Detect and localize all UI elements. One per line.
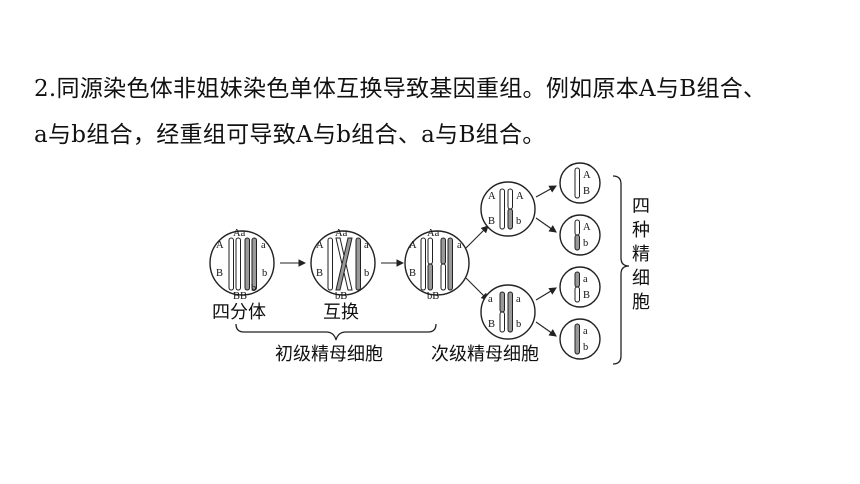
sperm-cell-3: a B bbox=[559, 266, 601, 308]
allele-label: b bbox=[262, 268, 267, 279]
allele-label: A bbox=[583, 170, 591, 181]
allele-label: bB bbox=[427, 291, 439, 302]
arrow bbox=[535, 217, 557, 233]
arrow bbox=[465, 277, 489, 301]
allele-label: b bbox=[516, 319, 521, 330]
allele-label: B bbox=[216, 268, 223, 279]
allele-label: a bbox=[583, 326, 588, 337]
allele-label: A bbox=[316, 240, 324, 251]
allele-label: a bbox=[488, 294, 493, 305]
allele-label: A bbox=[516, 191, 524, 202]
allele-label: b bbox=[516, 216, 521, 227]
caption-primary-spermatocyte: 初级精母细胞 bbox=[275, 344, 383, 365]
caption-four-sperm: 四 种 精 细 胞 bbox=[632, 196, 650, 313]
allele-label: b bbox=[251, 283, 256, 294]
allele-label: a bbox=[583, 274, 588, 285]
cell-secondary-bottom: a a B b bbox=[480, 284, 536, 340]
allele-label: bB bbox=[335, 291, 347, 302]
cell-membrane bbox=[480, 181, 536, 237]
cell-tetrad: Aa A a B b BB b bbox=[209, 228, 275, 302]
paragraph: 2.同源染色体非姐妹染色单体互换导致基因重组。例如原本A与B组合、 a与b组合，… bbox=[34, 66, 834, 158]
side-char: 精 bbox=[632, 244, 650, 265]
allele-label: a bbox=[457, 240, 462, 251]
sperm-cell-4: a b bbox=[559, 318, 601, 360]
allele-label: A bbox=[583, 222, 591, 233]
cell-membrane bbox=[209, 230, 275, 296]
allele-label: b bbox=[364, 268, 369, 279]
caption-crossover: 互换 bbox=[323, 302, 359, 323]
allele-label: b bbox=[583, 238, 588, 249]
bottom-brace bbox=[235, 323, 437, 341]
allele-label: a bbox=[516, 294, 521, 305]
side-char: 胞 bbox=[632, 292, 650, 313]
sperm-cell-2: A b bbox=[559, 214, 601, 256]
allele-label: Aa bbox=[427, 228, 440, 239]
sperm-cell-1: A B bbox=[559, 162, 601, 204]
allele-label: B bbox=[316, 268, 323, 279]
allele-label: B bbox=[488, 216, 495, 227]
caption-secondary-spermatocyte: 次级精母细胞 bbox=[431, 344, 539, 365]
allele-label: Aa bbox=[335, 228, 348, 239]
allele-label: A bbox=[216, 240, 224, 251]
allele-label: B bbox=[583, 290, 590, 301]
arrow bbox=[535, 321, 557, 337]
side-char: 细 bbox=[632, 268, 650, 289]
allele-label: B bbox=[488, 319, 495, 330]
allele-label: A bbox=[488, 191, 496, 202]
caption-tetrad: 四分体 bbox=[212, 302, 266, 323]
arrow bbox=[535, 185, 557, 198]
arrow bbox=[535, 287, 557, 301]
allele-label: B bbox=[583, 186, 590, 197]
allele-label: a bbox=[261, 240, 266, 251]
paragraph-line-2: a与b组合，经重组可导致A与b组合、a与B组合。 bbox=[34, 122, 546, 148]
allele-label: a bbox=[364, 240, 369, 251]
allele-label: BB bbox=[233, 291, 247, 302]
cell-crossover: Aa A a B b bB bbox=[310, 228, 376, 302]
side-char: 种 bbox=[632, 220, 650, 241]
paragraph-line-1: 2.同源染色体非姐妹染色单体互换导致基因重组。例如原本A与B组合、 bbox=[34, 76, 767, 102]
allele-label: A bbox=[409, 240, 417, 251]
allele-label: b bbox=[583, 342, 588, 353]
side-char: 四 bbox=[632, 196, 650, 217]
allele-label: B bbox=[409, 268, 416, 279]
arrow bbox=[465, 225, 489, 249]
right-brace bbox=[612, 175, 630, 365]
allele-label: Aa bbox=[233, 228, 246, 239]
cell-secondary-top: A A B b bbox=[480, 181, 536, 237]
cell-recombined: Aa A a B bB bbox=[404, 228, 470, 302]
